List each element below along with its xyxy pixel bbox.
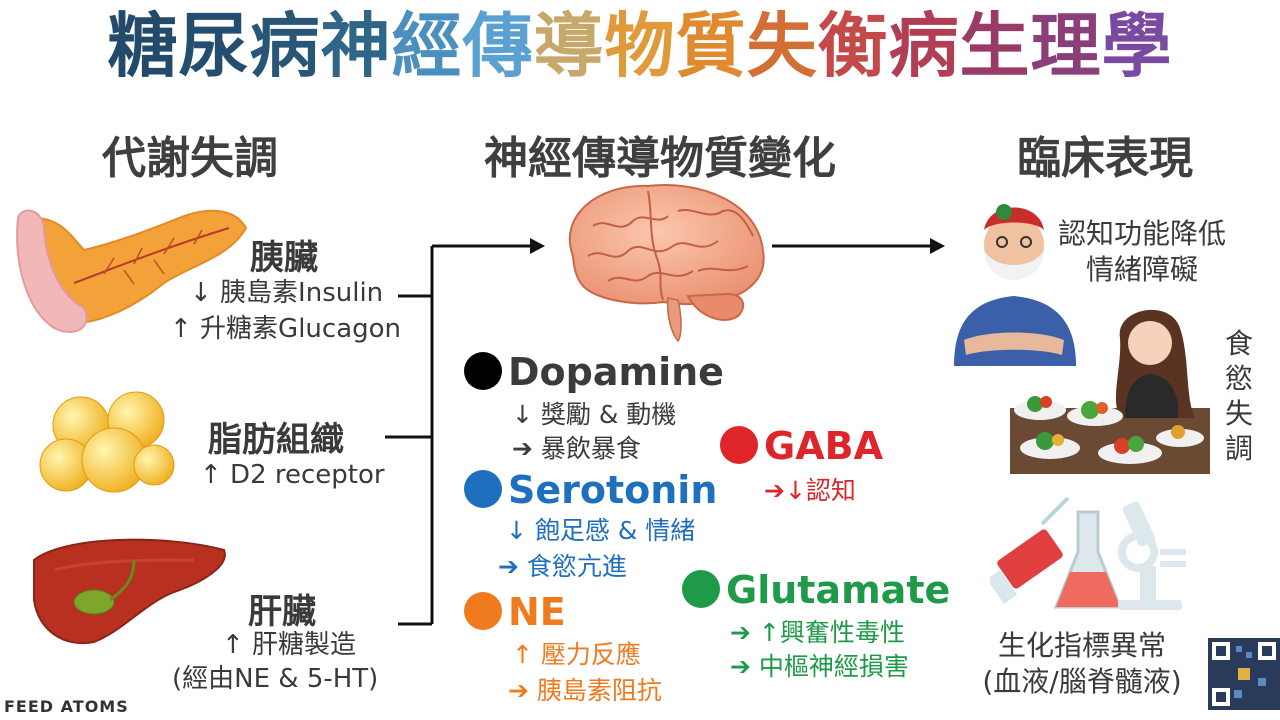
glutamate-line-2: ➔ 中樞神經損害 (730, 652, 909, 681)
title-char: 經 (391, 5, 463, 87)
title-char: 糖 (107, 5, 179, 87)
clinical-cognition-line-1: 認知功能降低 (1057, 217, 1226, 250)
arrowhead-clinical (930, 238, 945, 254)
page-title: 糖尿病神經傳導物質失衡病生理學 (0, 6, 1280, 87)
liver-line-2: (經由NE & 5-HT) (172, 664, 379, 694)
appetite-char-2: 慾 (1224, 362, 1253, 395)
dopamine-label: Dopamine (508, 350, 724, 394)
glutamate-label: Glutamate (726, 568, 951, 612)
appetite-char-3: 失 (1224, 397, 1253, 430)
title-char: 尿 (178, 5, 250, 87)
title-char: 理 (1030, 5, 1102, 87)
pancreas-line-2: ↑ 升糖素Glucagon (170, 314, 402, 344)
title-char: 神 (320, 5, 392, 87)
column-heading-neurotransmitter: 神經傳導物質變化 (484, 133, 836, 184)
brain-icon (568, 184, 765, 343)
lab-equipment-illustration (990, 496, 1186, 610)
brand-label: FEED ATOMS (4, 697, 129, 716)
clinical-biomarkers-line-2: (血液/腦脊髓液) (982, 665, 1182, 698)
title-char: 病 (249, 5, 321, 87)
syringe-icon (990, 496, 1070, 604)
glutamate-dot-icon (682, 570, 720, 608)
nt-serotonin: Serotonin (464, 468, 717, 512)
qr-code-icon[interactable] (1208, 638, 1280, 710)
organ-name-pancreas: 胰臟 (250, 238, 318, 278)
flask-icon (1053, 510, 1123, 609)
gaba-label: GABA (764, 424, 883, 468)
woman-eating-illustration (1010, 309, 1210, 474)
liver-line-1: ↑ 肝糖製造 (222, 630, 357, 660)
glutamate-line-1: ➔ ↑興奮性毒性 (730, 618, 905, 647)
clinical-biomarkers-line-1: 生化指標異常 (997, 629, 1166, 662)
nt-dopamine: Dopamine (464, 350, 724, 394)
column-heading-metabolic: 代謝失調 (102, 133, 278, 184)
pancreas-icon (16, 209, 248, 333)
title-char: 病 (888, 5, 960, 87)
gaba-dot-icon (720, 426, 758, 464)
dopamine-dot-icon (464, 352, 502, 390)
title-char: 衡 (817, 5, 889, 87)
adipose-line-1: ↑ D2 receptor (200, 460, 385, 490)
title-char: 導 (533, 5, 605, 87)
liver-icon (33, 538, 226, 645)
clinical-cognition-line-2: 情緒障礙 (1085, 253, 1198, 286)
serotonin-label: Serotonin (508, 468, 718, 512)
title-char: 學 (1101, 5, 1173, 87)
ne-label: NE (508, 590, 566, 634)
organ-name-liver: 肝臟 (248, 592, 316, 632)
microscope-icon (1118, 501, 1186, 610)
title-char: 物 (604, 5, 676, 87)
ne-line-2: ➔ 胰島素阻抗 (508, 676, 662, 705)
adipose-cells-icon (39, 391, 175, 493)
arrowhead-brain (530, 238, 545, 254)
clinical-appetite-vertical: 食 慾 失 調 (1222, 326, 1256, 466)
gaba-line-1: ➔↓認知 (764, 476, 856, 505)
serotonin-line-1: ↓ 飽足感 & 情緒 (506, 516, 696, 545)
title-char: 質 (675, 5, 747, 87)
dopamine-line-1: ↓ 獎勵 & 動機 (512, 400, 677, 429)
appetite-char-4: 調 (1224, 432, 1253, 465)
title-char: 生 (959, 5, 1031, 87)
organ-name-adipose: 脂肪組織 (208, 420, 344, 460)
title-char: 傳 (462, 5, 534, 87)
serotonin-line-2: ➔ 食慾亢進 (498, 552, 627, 581)
column-heading-clinical: 臨床表現 (1017, 133, 1193, 184)
nt-glutamate: Glutamate (682, 568, 950, 612)
title-char: 失 (746, 5, 818, 87)
nt-gaba: GABA (720, 424, 883, 468)
elderly-man-illustration (954, 204, 1076, 366)
ne-dot-icon (464, 592, 502, 630)
pancreas-line-1: ↓ 胰島素Insulin (190, 278, 384, 308)
nt-ne: NE (464, 590, 566, 634)
ne-line-1: ↑ 壓力反應 (512, 640, 641, 669)
appetite-char-1: 食 (1224, 327, 1253, 360)
dopamine-line-2: ➔ 暴飲暴食 (512, 434, 641, 463)
food-bowls (1014, 396, 1204, 464)
serotonin-dot-icon (464, 470, 502, 508)
